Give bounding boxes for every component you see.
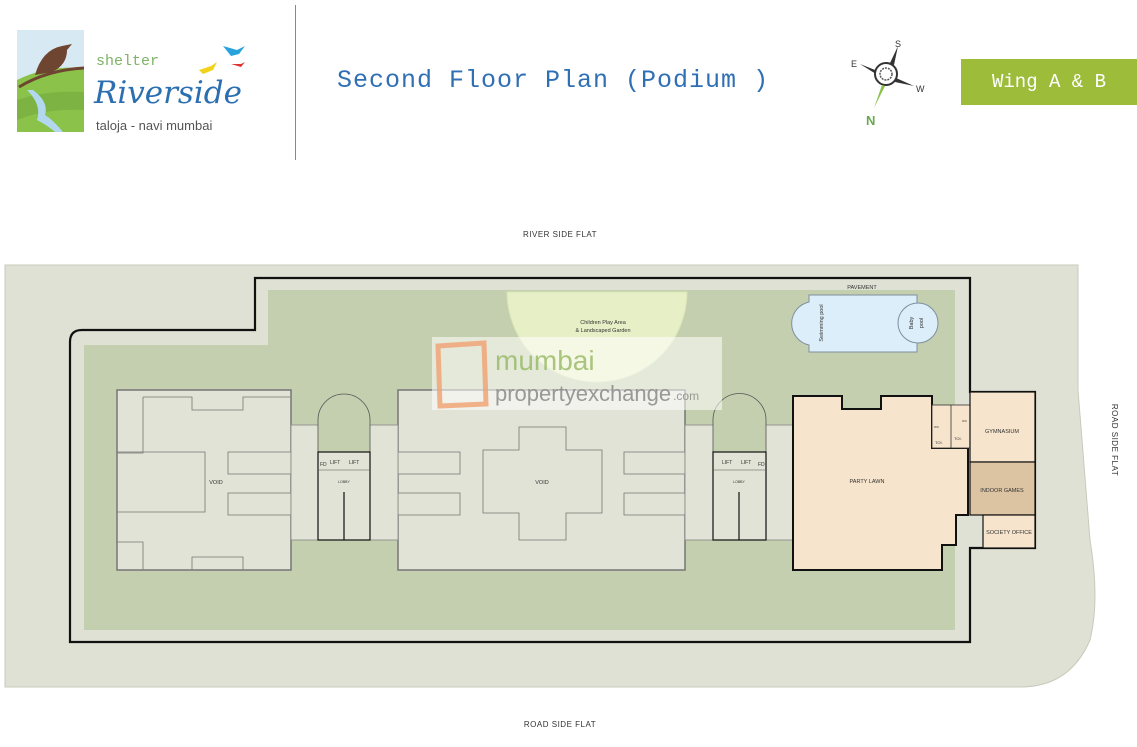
svg-text:LIFT: LIFT <box>741 460 751 466</box>
svg-text:GYMNASIUM: GYMNASIUM <box>985 429 1019 435</box>
svg-text:.com: .com <box>673 389 699 403</box>
gymnasium: GYMNASIUM <box>969 391 1036 463</box>
logo-brand-small: shelter <box>96 53 160 70</box>
logo-location: taloja - navi mumbai <box>96 118 213 133</box>
compass-east: E <box>851 59 857 69</box>
logo-brand-large: Riverside <box>94 75 242 111</box>
birds-icon <box>195 42 250 87</box>
svg-text:LOBBY: LOBBY <box>733 480 745 484</box>
svg-text:Baby: Baby <box>909 316 915 329</box>
tower-left-void: VOID <box>116 389 292 571</box>
svg-text:propertyexchange: propertyexchange <box>495 381 671 406</box>
svg-text:LOBBY: LOBBY <box>338 480 350 484</box>
river-side-label: RIVER SIDE FLAT <box>523 230 597 239</box>
wing-badge: Wing A & B <box>961 59 1137 105</box>
svg-text:INDOOR GAMES: INDOOR GAMES <box>980 488 1024 494</box>
compass-north: N <box>866 113 875 126</box>
svg-text:WC: WC <box>962 419 968 423</box>
svg-text:VOID: VOID <box>535 480 548 486</box>
tower-middle-void: VOID <box>397 389 686 571</box>
party-lawn: TOI. TOI. WC WC PARTY LAWN <box>792 395 971 571</box>
svg-text:Swimming pool: Swimming pool <box>819 304 825 341</box>
road-side-label-bottom: ROAD SIDE FLAT <box>524 720 596 729</box>
svg-text:TOI.: TOI. <box>935 440 943 445</box>
indoor-games: INDOOR GAMES <box>969 461 1036 516</box>
page-title: Second Floor Plan (Podium ) <box>337 66 770 95</box>
road-side-label-right: ROAD SIDE FLAT <box>1110 404 1119 476</box>
core-left: FD LIFT LIFT LOBBY <box>290 393 399 541</box>
svg-text:mumbai: mumbai <box>495 345 595 376</box>
svg-text:LIFT: LIFT <box>722 460 732 466</box>
svg-text:WC: WC <box>934 425 940 429</box>
society-office: SOCIETY OFFICE <box>982 514 1036 549</box>
pavement-label: PAVEMENT <box>847 285 877 291</box>
svg-text:FD: FD <box>758 462 765 468</box>
swimming-pool: Swimming pool Baby pool <box>791 294 939 353</box>
watermark-logo: mumbai propertyexchange .com <box>432 337 722 410</box>
svg-text:& Landscaped Garden: & Landscaped Garden <box>575 328 630 334</box>
core-right: LIFT LIFT FD LOBBY <box>684 393 794 541</box>
svg-text:LIFT: LIFT <box>349 460 359 466</box>
compass-rose-icon: S E W N <box>848 36 928 128</box>
svg-text:LIFT: LIFT <box>330 460 340 466</box>
logo <box>17 30 85 132</box>
svg-text:VOID: VOID <box>209 480 222 486</box>
header-divider <box>295 5 296 160</box>
svg-text:TOI.: TOI. <box>954 436 962 441</box>
svg-text:PARTY LAWN: PARTY LAWN <box>850 479 885 485</box>
svg-text:Children Play Area: Children Play Area <box>580 320 626 326</box>
compass-west: W <box>916 84 925 94</box>
svg-text:pool: pool <box>919 318 925 328</box>
compass-south: S <box>895 39 901 49</box>
svg-text:SOCIETY OFFICE: SOCIETY OFFICE <box>986 530 1032 536</box>
svg-text:FD: FD <box>320 462 327 468</box>
